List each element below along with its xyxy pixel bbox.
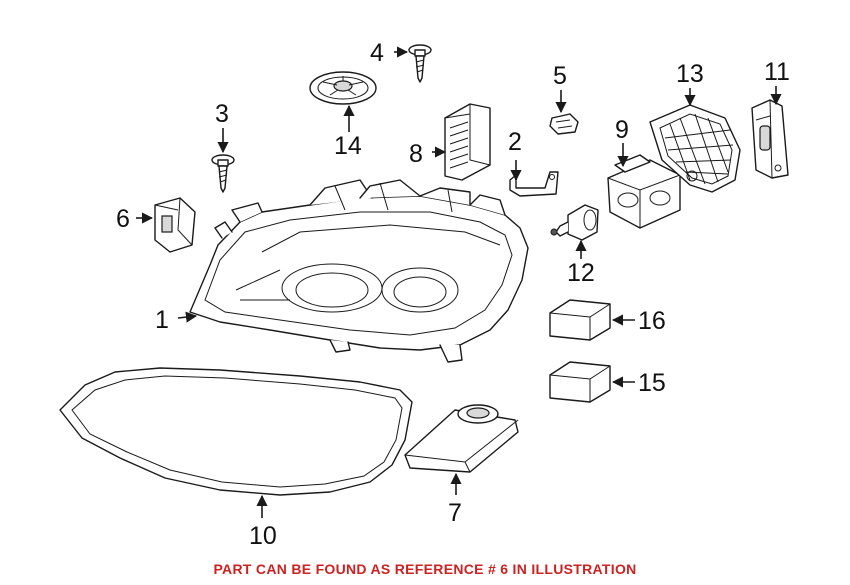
repair-kit-box-icon[interactable] [549, 361, 611, 403]
callout-2: 2 [508, 128, 522, 156]
callout-4: 4 [370, 39, 384, 67]
screw-icon[interactable] [408, 44, 432, 83]
screw-icon[interactable] [211, 154, 235, 193]
repair-kit-box-icon[interactable] [549, 299, 611, 341]
cover-cap-icon[interactable] [751, 99, 789, 179]
bulb-icon[interactable] [550, 204, 599, 241]
xenon-control-unit-icon[interactable] [404, 404, 519, 473]
leader-lines [136, 46, 782, 518]
grommet-icon[interactable] [309, 71, 377, 105]
module-icon[interactable] [154, 197, 196, 253]
callout-16: 16 [638, 307, 666, 335]
igniter-module-icon[interactable] [607, 154, 681, 229]
rear-cover-icon[interactable] [649, 104, 741, 193]
headlight-lens-gasket-icon[interactable] [59, 367, 413, 496]
callout-7: 7 [448, 499, 462, 527]
mounting-bracket-icon[interactable] [509, 171, 559, 197]
callout-labels: 1 2 3 4 5 6 7 8 9 10 11 12 13 14 15 16 [116, 39, 790, 550]
led-module-icon[interactable] [444, 103, 491, 181]
callout-9: 9 [615, 116, 629, 144]
headlight-assembly-icon[interactable] [189, 179, 529, 363]
callout-14: 14 [334, 132, 362, 160]
callout-6: 6 [116, 205, 130, 233]
callout-10: 10 [249, 522, 277, 550]
callout-3: 3 [215, 100, 229, 128]
callout-15: 15 [638, 369, 666, 397]
callout-13: 13 [676, 60, 704, 88]
callout-11: 11 [764, 58, 790, 86]
clip-nut-icon[interactable] [549, 113, 579, 135]
callout-5: 5 [553, 62, 567, 90]
callout-8: 8 [409, 140, 423, 168]
callout-12: 12 [567, 259, 595, 287]
reference-note: PART CAN BE FOUND AS REFERENCE # 6 IN IL… [213, 561, 637, 577]
callout-1: 1 [155, 306, 169, 334]
